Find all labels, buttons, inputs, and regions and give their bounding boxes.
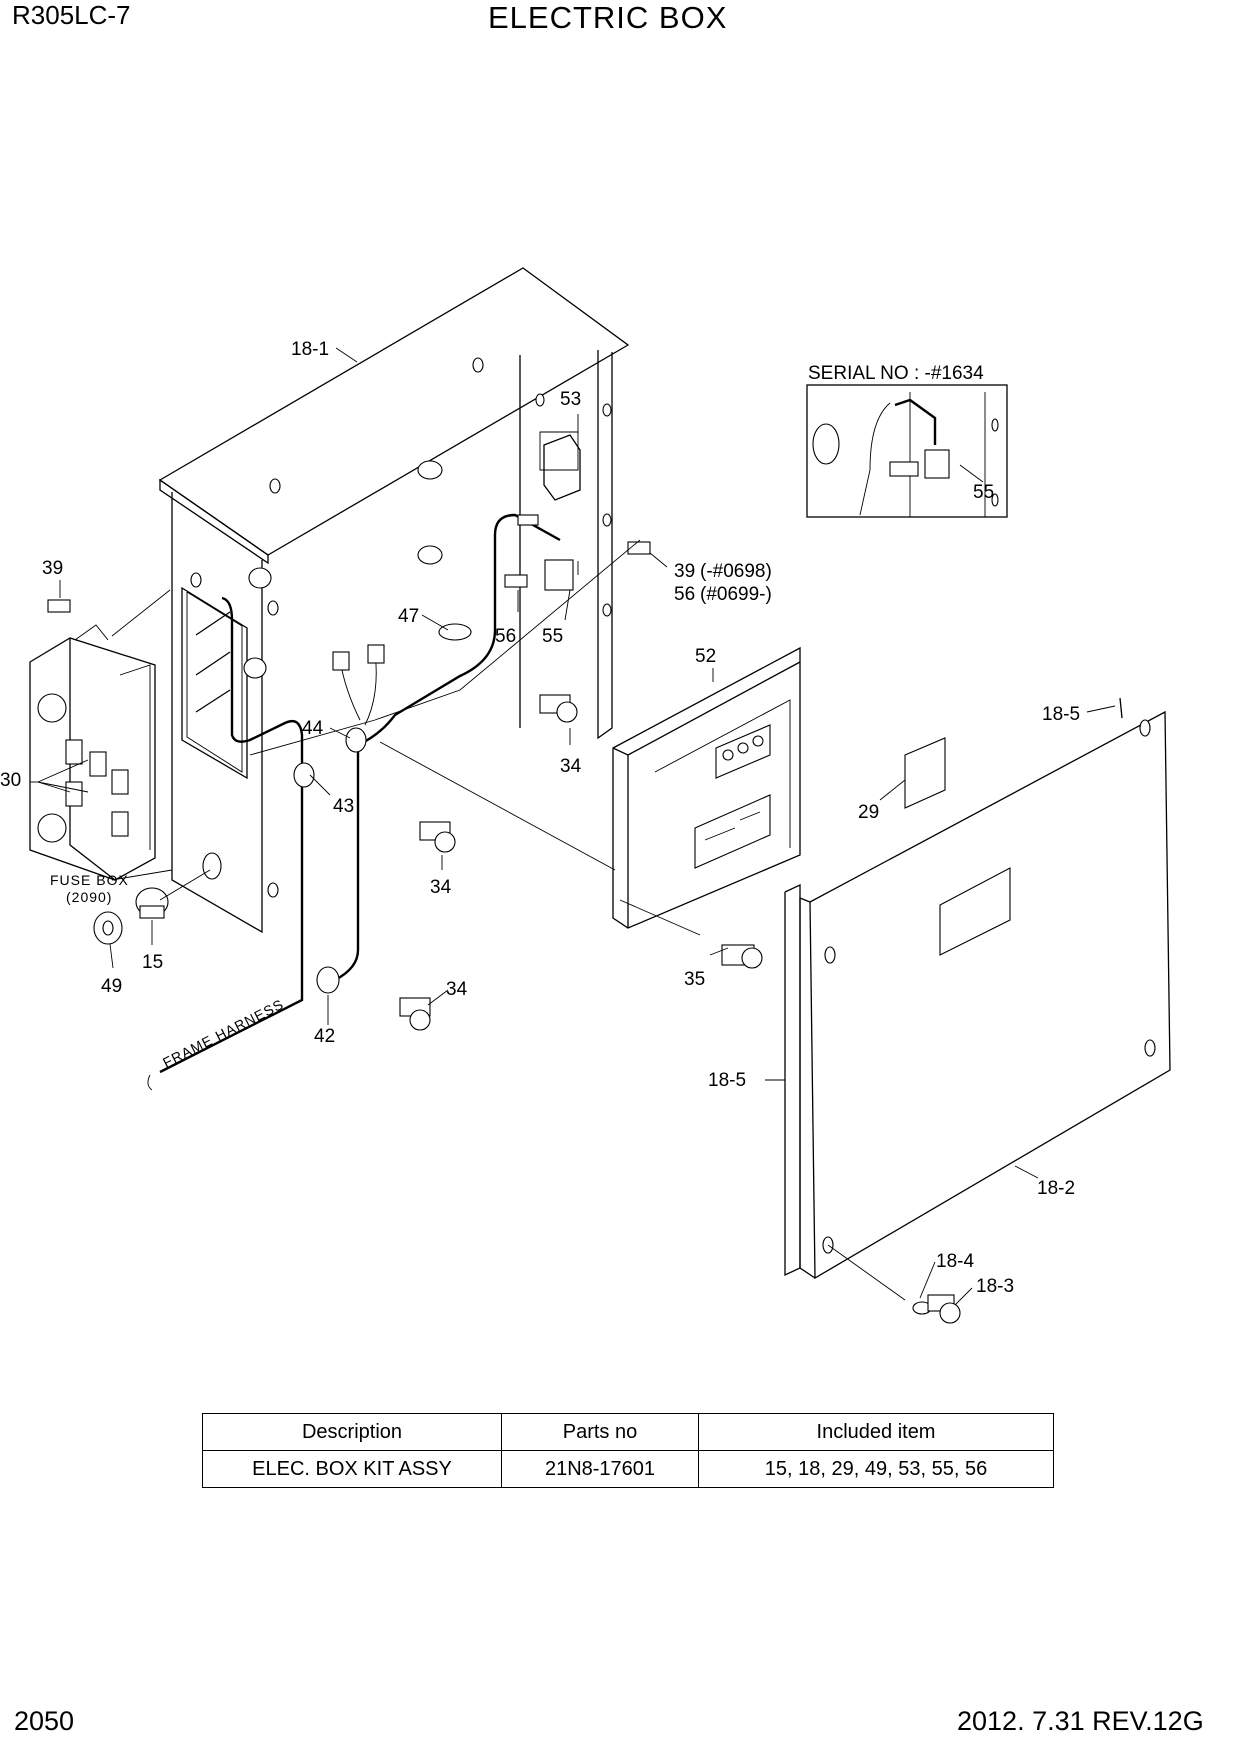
callout-29: 29	[858, 802, 879, 823]
callout-18-3: 18-3	[976, 1276, 1014, 1297]
cell-description: ELEC. BOX KIT ASSY	[202, 1450, 502, 1488]
callout-39-note: (-#0698)	[700, 561, 772, 582]
fuse-box-ref: (2090)	[66, 889, 112, 905]
callout-42: 42	[314, 1026, 335, 1047]
cell-included-item: 15, 18, 29, 49, 53, 55, 56	[698, 1450, 1054, 1488]
harness-connector	[367, 644, 385, 664]
controller-unit	[612, 646, 801, 929]
callout-18-1: 18-1	[291, 339, 329, 360]
callout-18-2: 18-2	[1037, 1178, 1075, 1199]
callout-labels: 18-1 53 39 39 (-#0698) 56 (#0699-) 47 56…	[0, 339, 1080, 1297]
revision-date: 2012. 7.31 REV.12G	[957, 1706, 1204, 1736]
page-number: 2050	[14, 1706, 75, 1736]
leader-lines	[30, 347, 1116, 1306]
callout-53: 53	[560, 389, 581, 410]
column-header-included-item: Included item	[698, 1413, 1054, 1451]
fuse-holder	[93, 869, 211, 945]
callout-30: 30	[0, 770, 21, 791]
callout-39: 39	[42, 558, 63, 579]
harness-connector	[332, 651, 350, 671]
callout-43: 43	[333, 796, 354, 817]
callout-39-right: 39	[674, 561, 695, 582]
bolt-hardware	[47, 541, 961, 1324]
label-plate	[904, 737, 946, 809]
callout-18-5-top: 18-5	[1042, 704, 1080, 725]
page-title: ELECTRIC BOX	[488, 0, 728, 35]
callout-56: 56	[495, 626, 516, 647]
callout-52: 52	[695, 646, 716, 667]
cover-plate	[784, 697, 1171, 1280]
inset-callout-55: 55	[973, 482, 994, 503]
callout-34-a: 34	[560, 756, 582, 777]
cell-parts-no: 21N8-17601	[501, 1450, 699, 1488]
inset-title: SERIAL NO : -#1634	[808, 363, 984, 384]
callout-55: 55	[542, 626, 563, 647]
table-header-row: Description Parts no Included item	[202, 1413, 1054, 1451]
callout-35: 35	[684, 969, 705, 990]
callout-49: 49	[101, 976, 122, 997]
callout-18-5-bottom: 18-5	[708, 1070, 746, 1091]
relay-module	[517, 434, 581, 591]
callout-44: 44	[302, 718, 324, 739]
column-header-description: Description	[202, 1413, 502, 1451]
spacer-boss	[243, 460, 443, 679]
column-header-parts-no: Parts no	[501, 1413, 699, 1451]
callout-34-b: 34	[430, 877, 452, 898]
frame-harness-label: FRAME HARNESS	[160, 996, 286, 1071]
fuse-box-label: FUSE BOX	[50, 872, 129, 888]
fuse-box	[29, 624, 156, 881]
serial-inset	[806, 384, 1008, 518]
model-number: R305LC-7	[12, 0, 131, 30]
callout-47: 47	[398, 606, 419, 627]
harness-clips	[293, 623, 472, 994]
callout-34-c: 34	[446, 979, 468, 1000]
electric-box-frame	[158, 267, 630, 934]
table-row: ELEC. BOX KIT ASSY 21N8-17601 15, 18, 29…	[202, 1450, 1054, 1488]
callout-15: 15	[142, 952, 163, 973]
parts-table: Description Parts no Included item ELEC.…	[202, 1413, 1054, 1488]
callout-56-note: (#0699-)	[700, 584, 772, 605]
callout-18-4: 18-4	[936, 1251, 974, 1272]
callout-56-right: 56	[674, 584, 695, 605]
